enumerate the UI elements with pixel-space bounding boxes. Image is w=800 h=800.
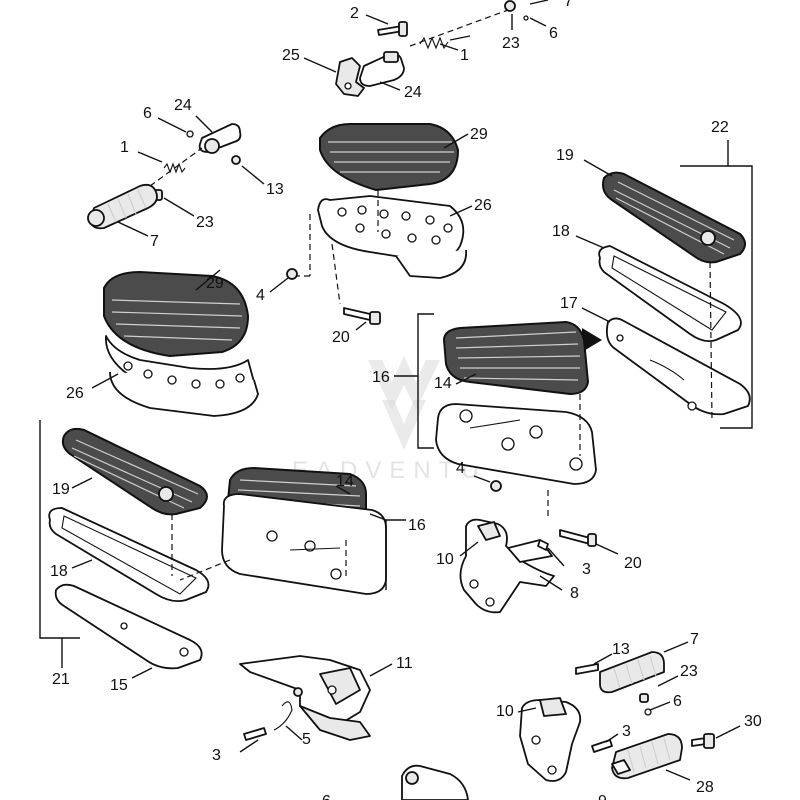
callout-10-mid: 10 [436, 551, 454, 568]
part-group-top-center [303, 0, 549, 97]
mid-board-16 [394, 313, 597, 520]
callout-28: 28 [696, 779, 714, 796]
callout-16-low: 16 [408, 517, 426, 534]
callout-1-left: 1 [120, 139, 129, 156]
callout-3-mid: 3 [582, 561, 591, 578]
callout-7-left: 7 [150, 233, 159, 250]
low-right-group [517, 641, 741, 782]
callout-26-top: 26 [474, 197, 492, 214]
callout-18-left: 18 [50, 563, 68, 580]
callout-6-bottom: 6 [322, 793, 331, 800]
bracket-8 [459, 518, 619, 614]
callout-3-low: 3 [622, 723, 631, 740]
callout-19-left: 19 [52, 481, 70, 498]
part-group-top-left [87, 115, 265, 237]
callout-4-left: 4 [256, 287, 265, 304]
callout-30: 30 [744, 713, 762, 730]
callout-13-left: 13 [266, 181, 284, 198]
callout-20-low: 20 [624, 555, 642, 572]
low-board-16 [179, 466, 406, 595]
right-group-22 [544, 140, 753, 429]
callout-15: 15 [110, 677, 128, 694]
callout-18-right: 18 [552, 223, 570, 240]
bracket-11 [239, 655, 393, 753]
callout-7-top: 7 [564, 0, 573, 10]
callout-25: 25 [282, 47, 300, 64]
callout-29-left: 29 [206, 275, 224, 292]
callout-16-mid: 16 [372, 369, 390, 386]
callout-20-mid: 20 [332, 329, 350, 346]
half-moon-board-top [269, 123, 473, 331]
callout-1-top: 1 [460, 47, 469, 64]
callout-23-top: 23 [502, 35, 520, 52]
callout-6-left: 6 [143, 105, 152, 122]
callout-5: 5 [302, 731, 311, 748]
callout-17: 17 [560, 295, 578, 312]
callout-labels: 2 7 1 23 6 25 24 6 24 1 13 23 7 29 26 22… [50, 0, 762, 800]
callout-2-top: 2 [350, 5, 359, 22]
left-group-21 [39, 420, 210, 679]
callout-14-mid: 14 [434, 375, 452, 392]
callout-10-low: 10 [496, 703, 514, 720]
callout-14-low: 14 [336, 473, 354, 490]
bottom-pedal [401, 764, 469, 800]
callout-21: 21 [52, 671, 70, 688]
callout-24-left: 24 [174, 97, 192, 114]
callout-29-top: 29 [470, 126, 488, 143]
callout-6-top: 6 [549, 25, 558, 42]
callout-26-left: 26 [66, 385, 84, 402]
callout-3-bottom: 3 [212, 747, 221, 764]
callout-4-mid: 4 [456, 460, 465, 477]
callout-19-right: 19 [556, 147, 574, 164]
callout-7-low: 7 [690, 631, 699, 648]
callout-22: 22 [711, 119, 729, 136]
callout-11: 11 [396, 655, 413, 672]
half-moon-board-left [91, 269, 259, 417]
callout-6-low: 6 [673, 693, 682, 710]
callout-9: 9 [598, 793, 607, 800]
callout-24-top: 24 [404, 84, 422, 101]
watermark: EADVENTU [292, 356, 479, 484]
callout-23-low: 23 [680, 663, 698, 680]
callout-23-left: 23 [196, 214, 214, 231]
callout-13-low: 13 [612, 641, 630, 658]
callout-8: 8 [570, 585, 579, 602]
